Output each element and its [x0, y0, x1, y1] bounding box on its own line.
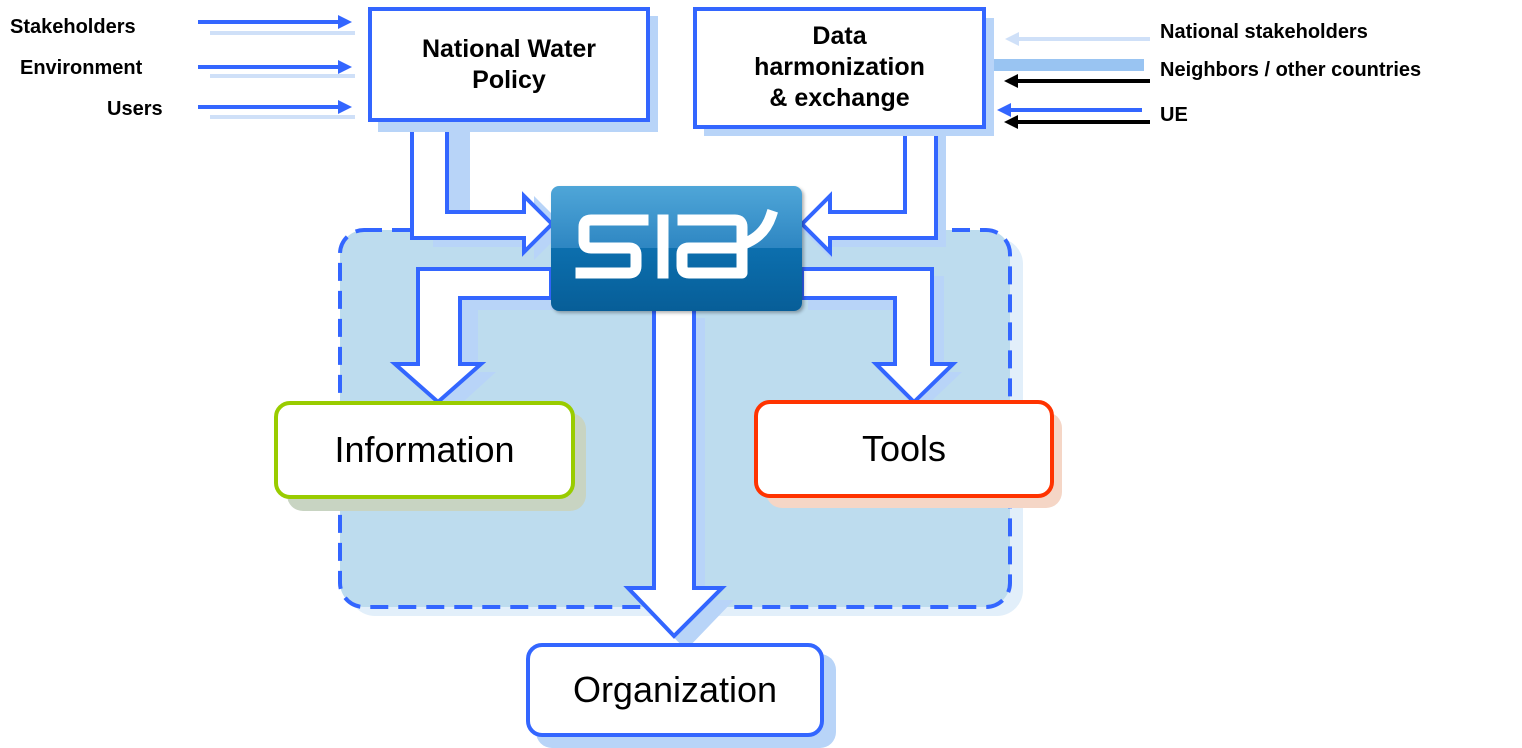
sia-logo-icon	[551, 186, 802, 311]
neighbors-arrow	[990, 59, 1150, 88]
data-line-2: harmonization	[754, 52, 925, 81]
organization-label: Organization	[572, 669, 778, 710]
national-stakeholders-label: National stakeholders	[1160, 21, 1368, 43]
data-to-sia-arrow	[799, 126, 938, 257]
policy-line-2: Policy	[472, 65, 546, 94]
sia-to-tools-arrow	[800, 267, 958, 405]
users-arrow	[198, 100, 355, 119]
policy-line-1: National Water	[421, 34, 597, 63]
data-line-1: Data	[812, 21, 867, 50]
ue-arrow	[997, 103, 1150, 129]
tools-label: Tools	[861, 428, 947, 469]
national-water-policy-box: National Water Policy	[368, 7, 650, 122]
users-label: Users	[107, 98, 163, 120]
environment-arrow	[198, 60, 355, 78]
organization-box: Organization	[526, 643, 824, 737]
policy-to-sia-arrow	[410, 120, 555, 257]
neighbors-label: Neighbors / other countries	[1160, 59, 1422, 81]
tools-box: Tools	[754, 400, 1054, 498]
data-harmonization-box: Data harmonization & exchange	[693, 7, 986, 129]
stakeholders-label: Stakeholders	[10, 16, 136, 38]
sia-logo	[551, 186, 802, 311]
policy-to-sia-arrow-shadow	[433, 132, 566, 260]
data-line-3: & exchange	[769, 83, 910, 112]
sia-to-information-arrow	[389, 267, 553, 405]
information-box: Information	[274, 401, 575, 499]
ue-label: UE	[1160, 104, 1188, 126]
national-stakeholders-arrow	[1005, 32, 1150, 46]
stakeholders-arrow	[198, 15, 355, 35]
sia-to-organization-arrow	[623, 306, 727, 639]
environment-label: Environment	[20, 57, 143, 79]
information-label: Information	[334, 429, 515, 470]
